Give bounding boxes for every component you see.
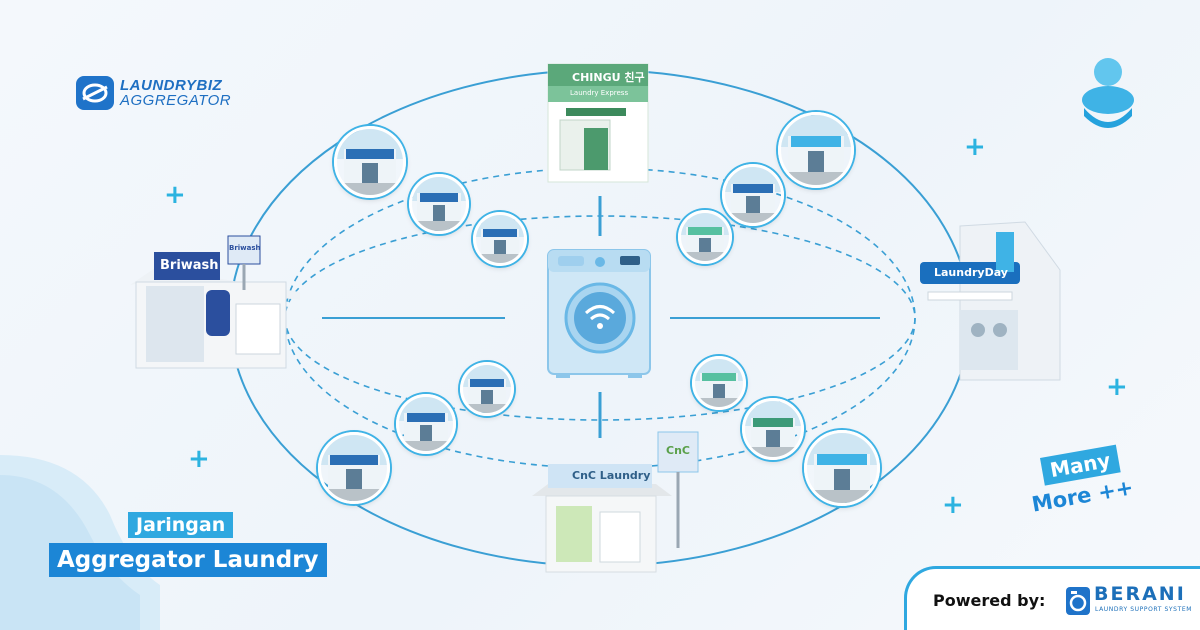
store-laundryday <box>920 221 1061 381</box>
store-briwash <box>130 235 300 369</box>
store-photo-circle <box>318 432 390 504</box>
logo-line1: LAUNDRYBIZ <box>120 77 223 94</box>
washing-machine-icon <box>547 249 651 378</box>
plus-decoration: + <box>188 444 210 474</box>
plus-decoration: + <box>1106 372 1128 402</box>
store-photo-circle <box>460 362 514 416</box>
laundrybiz-logo: LAUNDRYBIZ AGGREGATOR <box>76 76 231 110</box>
store-photo-circle <box>692 356 746 410</box>
chingu-sign-subtext: Laundry Express <box>570 89 629 97</box>
store-photo-circle <box>409 174 469 234</box>
briwash-sign-text: Briwash <box>160 258 219 273</box>
powered-by-box <box>904 566 1200 630</box>
cnc-pole-text: CnC <box>666 444 690 457</box>
laundrybiz-logo-icon <box>76 76 114 110</box>
store-photo-circle <box>804 430 880 506</box>
store-photo-circle <box>742 398 804 460</box>
title-line1: Jaringan <box>128 512 234 538</box>
laundryday-sign-text: LaundryDay <box>934 266 1008 279</box>
plus-decoration: + <box>964 132 986 162</box>
store-photo-circle <box>473 212 527 266</box>
plus-decoration: + <box>942 490 964 520</box>
cnc-sign-text: CnC Laundry <box>572 469 651 482</box>
store-photo-circle <box>678 210 732 264</box>
berani-logo-icon <box>1066 587 1090 615</box>
store-chingu <box>547 63 649 183</box>
store-photo-circle <box>396 394 456 454</box>
powered-by-label: Powered by: <box>933 591 1046 610</box>
logo-line2: AGGREGATOR <box>120 92 232 109</box>
briwash-side-text: Briwash <box>229 244 261 252</box>
berani-brand: BERANI <box>1094 583 1186 605</box>
store-photo-circle <box>778 112 854 188</box>
berani-brand-sub: LAUNDRY SUPPORT SYSTEM <box>1095 606 1193 613</box>
plus-decoration: + <box>164 180 186 210</box>
chingu-sign-text: CHINGU 친구 <box>572 71 645 84</box>
store-photo-circle <box>722 164 784 226</box>
title-line2: Aggregator Laundry <box>49 543 327 577</box>
store-cnc <box>532 431 699 573</box>
decorative-drop-icon <box>1082 58 1134 128</box>
store-photo-circle <box>334 126 406 198</box>
